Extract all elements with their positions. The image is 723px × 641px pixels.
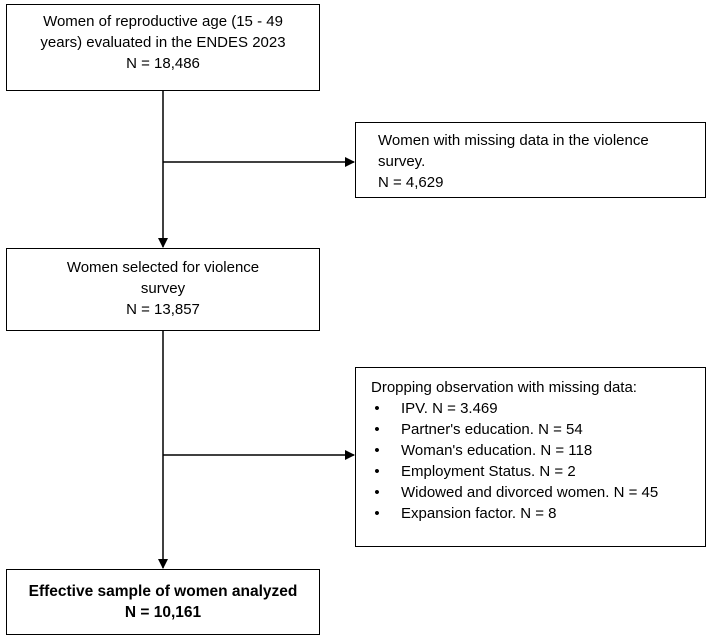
dropping-reason-woman-education: Woman's education. N = 118 <box>401 442 593 459</box>
dropping-reason-widowed-divorced: Widowed and divorced women. N = 45 <box>401 484 659 501</box>
dropping-reason-expansion-factor: Expansion factor. N = 8 <box>401 505 557 522</box>
dropping-reason-employment: Employment Status. N = 2 <box>401 463 576 480</box>
list-item: • Partner's education. N = 54 <box>371 419 705 440</box>
box-effective-sample: Effective sample of women analyzed N = 1… <box>6 569 320 635</box>
list-item: • Employment Status. N = 2 <box>371 461 705 482</box>
box-selected-line-2: survey <box>140 280 186 297</box>
box-dropping-heading: Dropping observation with missing data: <box>371 379 637 396</box>
box-missing-violence-data: Women with missing data in the violence … <box>355 122 706 198</box>
list-item: • IPV. N = 3.469 <box>371 398 705 419</box>
box-selected-line-1: Women selected for violence <box>66 259 260 276</box>
bullet-icon: • <box>374 505 380 522</box>
box-missing-violence-count: N = 4,629 <box>378 174 444 191</box>
box-missing-violence-line-2: survey. <box>378 153 426 170</box>
box-effective-count: N = 10,161 <box>124 604 202 621</box>
dropping-reasons-list: • IPV. N = 3.469 • Partner's education. N … <box>371 398 705 524</box>
box-initial-sample-line-1: Women of reproductive age (15 - 49 <box>43 13 283 30</box>
box-selected-for-violence: Women selected for violence survey N = 1… <box>6 248 320 331</box>
box-dropping-observations: Dropping observation with missing data: … <box>355 367 706 547</box>
dropping-reason-ipv: IPV. N = 3.469 <box>401 400 498 417</box>
list-item: • Widowed and divorced women. N = 45 <box>371 482 705 503</box>
box-selected-count: N = 13,857 <box>126 301 200 318</box>
box-effective-line-1: Effective sample of women analyzed <box>28 583 298 600</box>
bullet-icon: • <box>374 484 380 501</box>
list-item: • Expansion factor. N = 8 <box>371 503 705 524</box>
box-initial-sample: Women of reproductive age (15 - 49 years… <box>6 4 320 91</box>
bullet-icon: • <box>374 463 380 480</box>
dropping-reason-partner-education: Partner's education. N = 54 <box>401 421 583 438</box>
bullet-icon: • <box>374 442 380 459</box>
box-missing-violence-line-1: Women with missing data in the violence <box>378 132 649 149</box>
box-initial-sample-count: N = 18,486 <box>126 55 200 72</box>
list-item: • Woman's education. N = 118 <box>371 440 705 461</box>
box-initial-sample-line-2: years) evaluated in the ENDES 2023 <box>40 34 286 51</box>
bullet-icon: • <box>374 421 380 438</box>
bullet-icon: • <box>374 400 380 417</box>
